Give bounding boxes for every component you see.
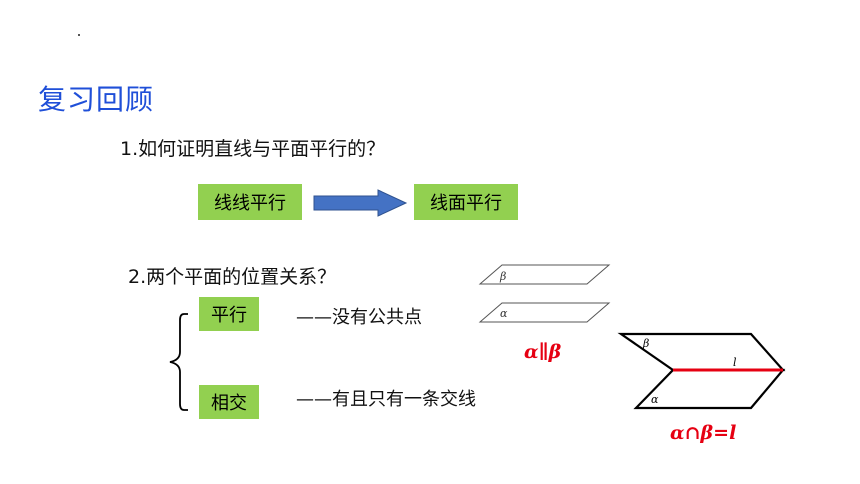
beta-label: β xyxy=(642,337,649,350)
left-brace-icon xyxy=(169,313,188,411)
alpha-label: α xyxy=(500,307,508,320)
box-parallel: 平行 xyxy=(199,297,259,331)
box-line-plane-parallel: 线面平行 xyxy=(414,184,518,220)
intersect-description: ——有且只有一条交线 xyxy=(296,389,476,410)
parallel-planes-diagram: β α xyxy=(478,264,611,323)
parallel-description: ——没有公共点 xyxy=(296,307,422,328)
intersecting-planes-diagram: β α l xyxy=(617,332,786,410)
parallel-notation: α∥β xyxy=(524,341,562,363)
beta-label: β xyxy=(499,270,506,283)
alpha-label: α xyxy=(651,393,659,406)
question-1: 1.如何证明直线与平面平行的？ xyxy=(120,138,386,160)
page-title: 复习回顾 xyxy=(38,83,155,116)
line-label: l xyxy=(733,356,737,369)
intersect-notation: α∩β=l xyxy=(670,422,737,444)
right-arrow-icon xyxy=(313,189,408,217)
decorative-dot xyxy=(78,34,80,36)
box-intersect: 相交 xyxy=(199,385,259,419)
question-2: 2.两个平面的位置关系？ xyxy=(128,266,337,288)
box-line-line-parallel: 线线平行 xyxy=(198,184,302,220)
